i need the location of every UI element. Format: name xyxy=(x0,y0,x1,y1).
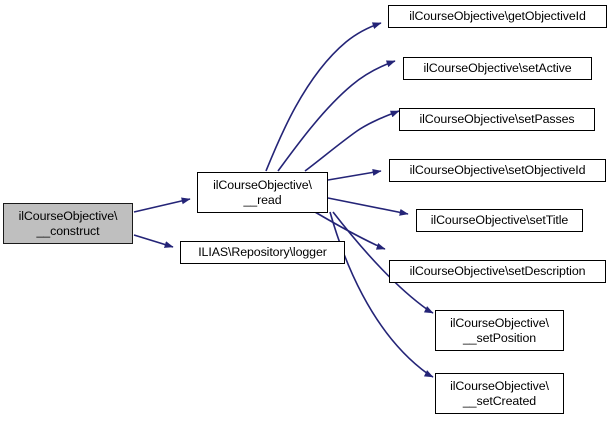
node-label: ilCourseObjective\ __setCreated xyxy=(450,378,549,408)
edge-construct-to-read xyxy=(133,197,191,213)
edge-read-to-setDescription xyxy=(314,211,386,250)
edge-read-to-setPasses xyxy=(304,110,400,172)
node-label: ILIAS\Repository\logger xyxy=(198,245,327,260)
node-ilcourseobjective-setobjectiveid[interactable]: ilCourseObjective\setObjectiveId xyxy=(389,159,606,182)
node-label: ilCourseObjective\getObjectiveId xyxy=(409,9,586,24)
node-ilcourseobjective-getobjectiveid[interactable]: ilCourseObjective\getObjectiveId xyxy=(388,5,607,28)
node-ilcourseobjective-construct[interactable]: ilCourseObjective\ __construct xyxy=(3,203,133,244)
node-label: ilCourseObjective\ __construct xyxy=(18,208,118,238)
node-ilcourseobjective-setdescription[interactable]: ilCourseObjective\setDescription xyxy=(389,260,606,283)
node-ilias-repository-logger[interactable]: ILIAS\Repository\logger xyxy=(180,241,345,264)
node-ilcourseobjective-setcreated[interactable]: ilCourseObjective\ __setCreated xyxy=(435,373,564,414)
node-label: ilCourseObjective\setPasses xyxy=(419,112,575,127)
node-ilcourseobjective-settitle[interactable]: ilCourseObjective\setTitle xyxy=(416,209,583,232)
edge-construct-to-logger xyxy=(133,234,174,248)
node-label: ilCourseObjective\setActive xyxy=(423,61,572,76)
node-ilcourseobjective-setactive[interactable]: ilCourseObjective\setActive xyxy=(403,57,592,80)
edge-read-to-setObjectiveId xyxy=(327,168,382,181)
edge-read-to-setPosition xyxy=(332,211,434,314)
node-ilcourseobjective-read[interactable]: ilCourseObjective\ __read xyxy=(197,172,328,213)
node-ilcourseobjective-setposition[interactable]: ilCourseObjective\ __setPosition xyxy=(435,310,564,351)
node-label: ilCourseObjective\ __setPosition xyxy=(450,315,549,345)
node-label: ilCourseObjective\ __read xyxy=(213,177,312,207)
edge-read-to-setCreated xyxy=(329,211,434,378)
node-label: ilCourseObjective\setObjectiveId xyxy=(409,163,586,178)
node-label: ilCourseObjective\setDescription xyxy=(409,264,586,279)
node-ilcourseobjective-setpasses[interactable]: ilCourseObjective\setPasses xyxy=(399,108,595,131)
edge-read-to-setActive xyxy=(277,60,396,172)
node-label: ilCourseObjective\setTitle xyxy=(430,213,569,228)
edge-read-to-setTitle xyxy=(327,197,409,216)
edge-read-to-getObjectiveId xyxy=(265,22,382,172)
